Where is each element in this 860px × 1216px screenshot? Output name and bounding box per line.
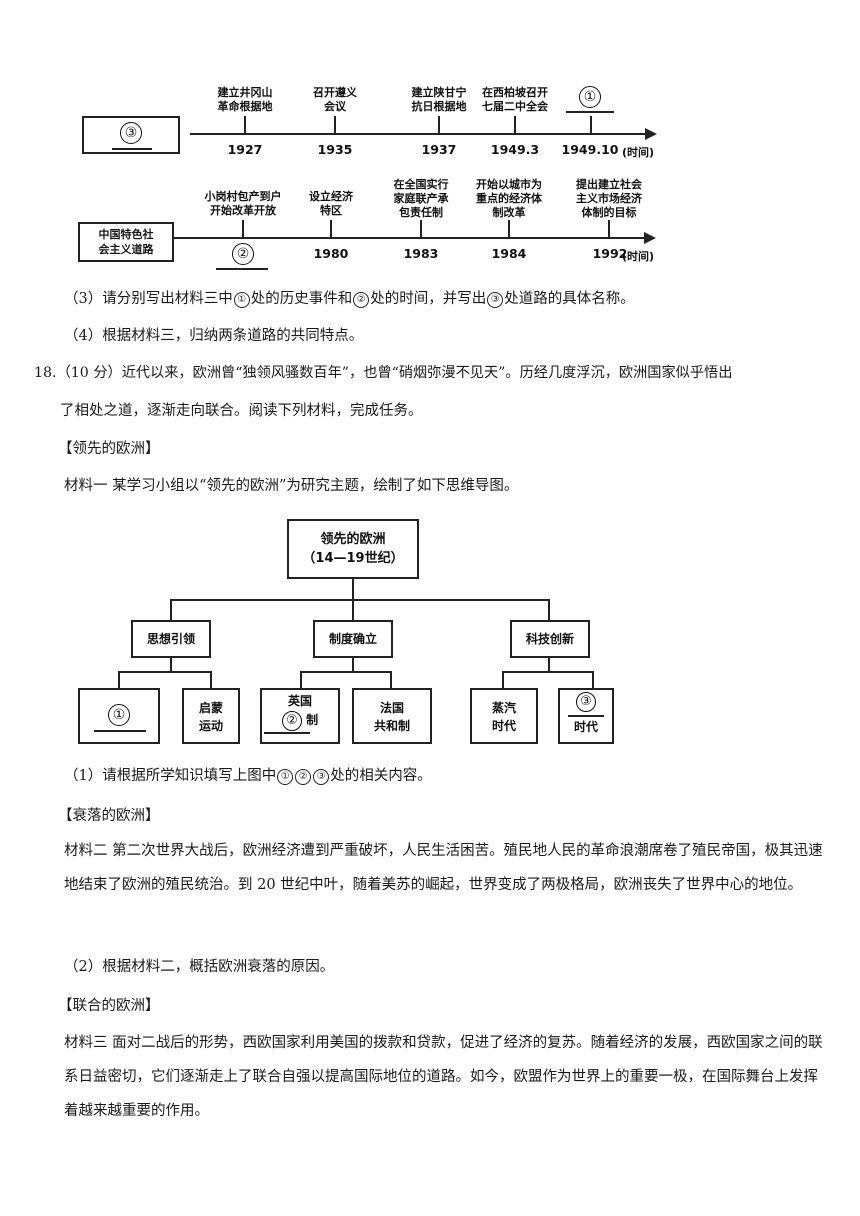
mindmap-leaf-steam: 蒸汽时代	[470, 688, 538, 744]
timeline-2-date: 1992	[592, 246, 628, 261]
mindmap-leaf-blank-3: ③ 时代	[558, 688, 614, 744]
timeline-2-date: 1983	[403, 246, 439, 261]
marker-3: ③	[120, 122, 142, 144]
mindmap-leaf-britain: 英国 ② 制	[260, 688, 340, 744]
timeline-1-event-label: 在西柏坡召开七届二中全会	[482, 86, 548, 113]
question-2: （2）根据材料二，概括欧洲衰落的原因。	[64, 959, 335, 975]
section-declining-europe: 【衰落的欧洲】	[58, 808, 160, 824]
timeline-2-date: 1984	[491, 246, 527, 261]
timeline-2-event-label: 开始以城市为重点的经济体制改革	[476, 178, 542, 219]
marker-2: ②	[232, 243, 254, 265]
timeline-1-date: 1927	[227, 142, 263, 157]
timeline-2-event-label: 在全国实行家庭联产承包责任制	[393, 178, 449, 219]
timeline-1-date: 1949.10	[561, 142, 619, 157]
section-leading-europe: 【领先的欧洲】	[58, 441, 160, 457]
timeline-1-unit: (时间)	[622, 146, 655, 159]
timeline-1-arrow	[645, 128, 657, 140]
material-2: 材料二 第二次世界大战后，欧洲经济遭到严重破坏，人民生活困苦。殖民地人民的革命浪…	[64, 843, 823, 893]
mindmap-category: 制度确立	[313, 620, 393, 658]
mindmap-category: 思想引领	[131, 620, 211, 658]
timeline-1-date: 1937	[421, 142, 457, 157]
timeline-1-event-label: 建立井冈山革命根据地	[217, 86, 273, 113]
timeline-2-blank-2: ②	[218, 243, 268, 265]
timeline-2-event-label: 小岗村包产到户开始改革开放	[204, 190, 282, 217]
timeline-2-unit: (时间)	[622, 250, 655, 263]
timeline-2-arrow	[644, 232, 656, 244]
mindmap-leaf-enlightenment: 启蒙运动	[182, 688, 240, 744]
question-18-line-2: 了相处之道，逐渐走向联合。阅读下列材料，完成任务。	[60, 403, 423, 419]
timeline-1-date: 1949.3	[490, 142, 540, 157]
timeline-1-road-box: ③	[82, 116, 180, 154]
timeline-1-event-label: 建立陕甘宁抗日根据地	[411, 86, 467, 113]
timeline-1-event-label: 召开遵义会议	[313, 86, 357, 113]
timeline-2-event-label: 设立经济特区	[309, 190, 353, 217]
mindmap-leaf-blank-1: ①	[78, 688, 160, 744]
timeline-1-blank-1: ①	[566, 86, 614, 108]
timeline-2-event-label: 提出建立社会主义市场经济体制的目标	[576, 178, 642, 219]
timeline-2-road-box: 中国特色社会主义道路	[78, 222, 174, 262]
mindmap-leaf-france: 法国共和制	[352, 688, 432, 744]
timeline-2-axis	[174, 237, 644, 239]
material-1: 材料一 某学习小组以“领先的欧洲”为研究主题，绘制了如下思维导图。	[64, 478, 519, 494]
mindmap-root: 领先的欧洲（14—19世纪）	[287, 519, 419, 579]
marker-1: ①	[579, 86, 601, 108]
material-3: 材料三 面对二战后的形势，西欧国家利用美国的拨款和贷款，促进了经济的复苏。随着经…	[64, 1035, 823, 1119]
timeline-2-date: 1980	[313, 246, 349, 261]
timeline-1-axis	[190, 133, 645, 135]
question-18-line-1: 18.（10 分）近代以来，欧洲曾“独领风骚数百年”，也曾“硝烟弥漫不见天”。历…	[34, 365, 733, 381]
mindmap-category: 科技创新	[510, 620, 590, 658]
question-4: （4）根据材料三，归纳两条道路的共同特点。	[64, 328, 364, 344]
section-united-europe: 【联合的欧洲】	[58, 998, 160, 1014]
timeline-1-date: 1935	[317, 142, 353, 157]
